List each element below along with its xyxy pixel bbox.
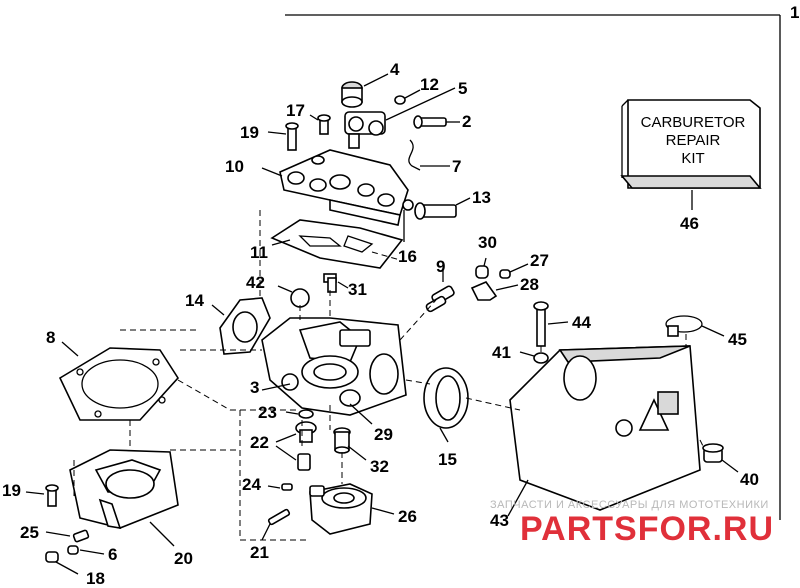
part-18: [45, 551, 59, 563]
watermark-tagline: ЗАПЧАСТИ И АКСЕССУАРЫ ДЛЯ МОТОТЕХНИКИ: [490, 499, 769, 511]
part-32: [333, 427, 351, 454]
part-23: [298, 409, 314, 419]
part-screw-2: [413, 115, 447, 129]
callout-label: 29: [374, 425, 393, 444]
part-washer-41: [533, 352, 549, 364]
part-clamp-45: [665, 315, 703, 337]
callout-label: 32: [370, 457, 389, 476]
part-silencer-43: [509, 345, 701, 511]
part-fuel-fitting: [344, 111, 386, 149]
watermark-logo: PARTSFOR.RU: [520, 510, 774, 548]
callout-label: 2: [462, 112, 471, 131]
callout-label: 27: [530, 251, 549, 270]
callout-label: 45: [728, 330, 747, 349]
part-seal-15: [423, 367, 469, 429]
kit-label-line1: CARBURETOR: [641, 114, 746, 131]
part-clip-7: [408, 139, 421, 171]
callout-labels: 4 12 5 2 17 19 10 7 13 11 16 9 30 27 28 …: [2, 60, 759, 588]
callout-label: 14: [185, 291, 204, 310]
callout-label: 30: [478, 233, 497, 252]
part-25: [72, 529, 90, 543]
callout-label: 40: [740, 470, 759, 489]
callout-label: 43: [490, 511, 509, 530]
callout-label: 10: [225, 157, 244, 176]
part-small-oring: [394, 95, 406, 105]
part-float-bowl-20: [69, 449, 179, 530]
callout-label: 13: [472, 188, 491, 207]
callout-label: 5: [458, 79, 467, 98]
part-pin-21: [267, 508, 291, 526]
callout-label: 8: [46, 328, 55, 347]
callout-label: 20: [174, 549, 193, 568]
callout-label: 31: [348, 280, 367, 299]
part-42: [290, 288, 310, 308]
callout-label: 6: [108, 545, 117, 564]
callout-label: 15: [438, 450, 457, 469]
part-carburetor-body: [261, 317, 407, 416]
part-gasket-11: [270, 219, 404, 269]
kit-label-line3: KIT: [681, 150, 704, 167]
part-fitting-31: [323, 273, 337, 293]
part-27: [499, 269, 511, 279]
callout-label: 44: [572, 313, 591, 332]
callout-label: 22: [250, 433, 269, 452]
callout-label: 23: [258, 403, 277, 422]
part-float-bowl-nut: [341, 81, 363, 108]
kit-label-line2: REPAIR: [666, 132, 721, 149]
callout-label: 16: [398, 247, 417, 266]
assembly-guide-lines: [73, 210, 705, 541]
part-jet-22: [295, 421, 317, 471]
watermark: ЗАПЧАСТИ И АКСЕССУАРЫ ДЛЯ МОТОТЕХНИКИ PA…: [490, 499, 774, 548]
callout-label: 19: [240, 123, 259, 142]
callout-label: 46: [680, 214, 699, 233]
callout-label: 25: [20, 523, 39, 542]
part-float-26: [309, 483, 373, 535]
part-screw-17: [317, 114, 331, 135]
part-bracket-28: [470, 281, 498, 301]
part-screw-13: [414, 202, 457, 220]
part-24: [281, 483, 293, 491]
callout-label: 26: [398, 507, 417, 526]
callout-label: 3: [250, 378, 259, 397]
callout-label: 21: [250, 543, 269, 562]
callout-label: 42: [246, 273, 265, 292]
callout-label: 9: [436, 257, 445, 276]
callout-label: 11: [250, 243, 268, 262]
part-washer-16: [402, 199, 414, 211]
part-screw-19-bottom: [45, 484, 59, 507]
callout-label: 24: [242, 475, 261, 494]
page-number: 1: [790, 3, 799, 22]
callout-label: 18: [86, 569, 105, 588]
part-6: [67, 545, 79, 555]
part-upper-body-10: [279, 149, 409, 226]
callout-label: 17: [286, 101, 305, 120]
callout-label: 41: [492, 343, 511, 362]
callout-label: 28: [520, 275, 539, 294]
part-needle-9: [425, 270, 455, 313]
part-gasket-8: [58, 347, 180, 421]
callout-label: 19: [2, 481, 21, 500]
part-screw-19-top: [285, 122, 299, 151]
repair-kit-box: CARBURETOR REPAIR KIT: [620, 99, 762, 189]
callout-label: 4: [390, 60, 400, 79]
part-40: [702, 443, 724, 463]
part-bolt-44: [533, 301, 549, 347]
callout-label: 7: [452, 157, 461, 176]
callout-label: 12: [420, 75, 439, 94]
part-gasket-14: [219, 297, 271, 355]
part-30: [475, 265, 489, 279]
